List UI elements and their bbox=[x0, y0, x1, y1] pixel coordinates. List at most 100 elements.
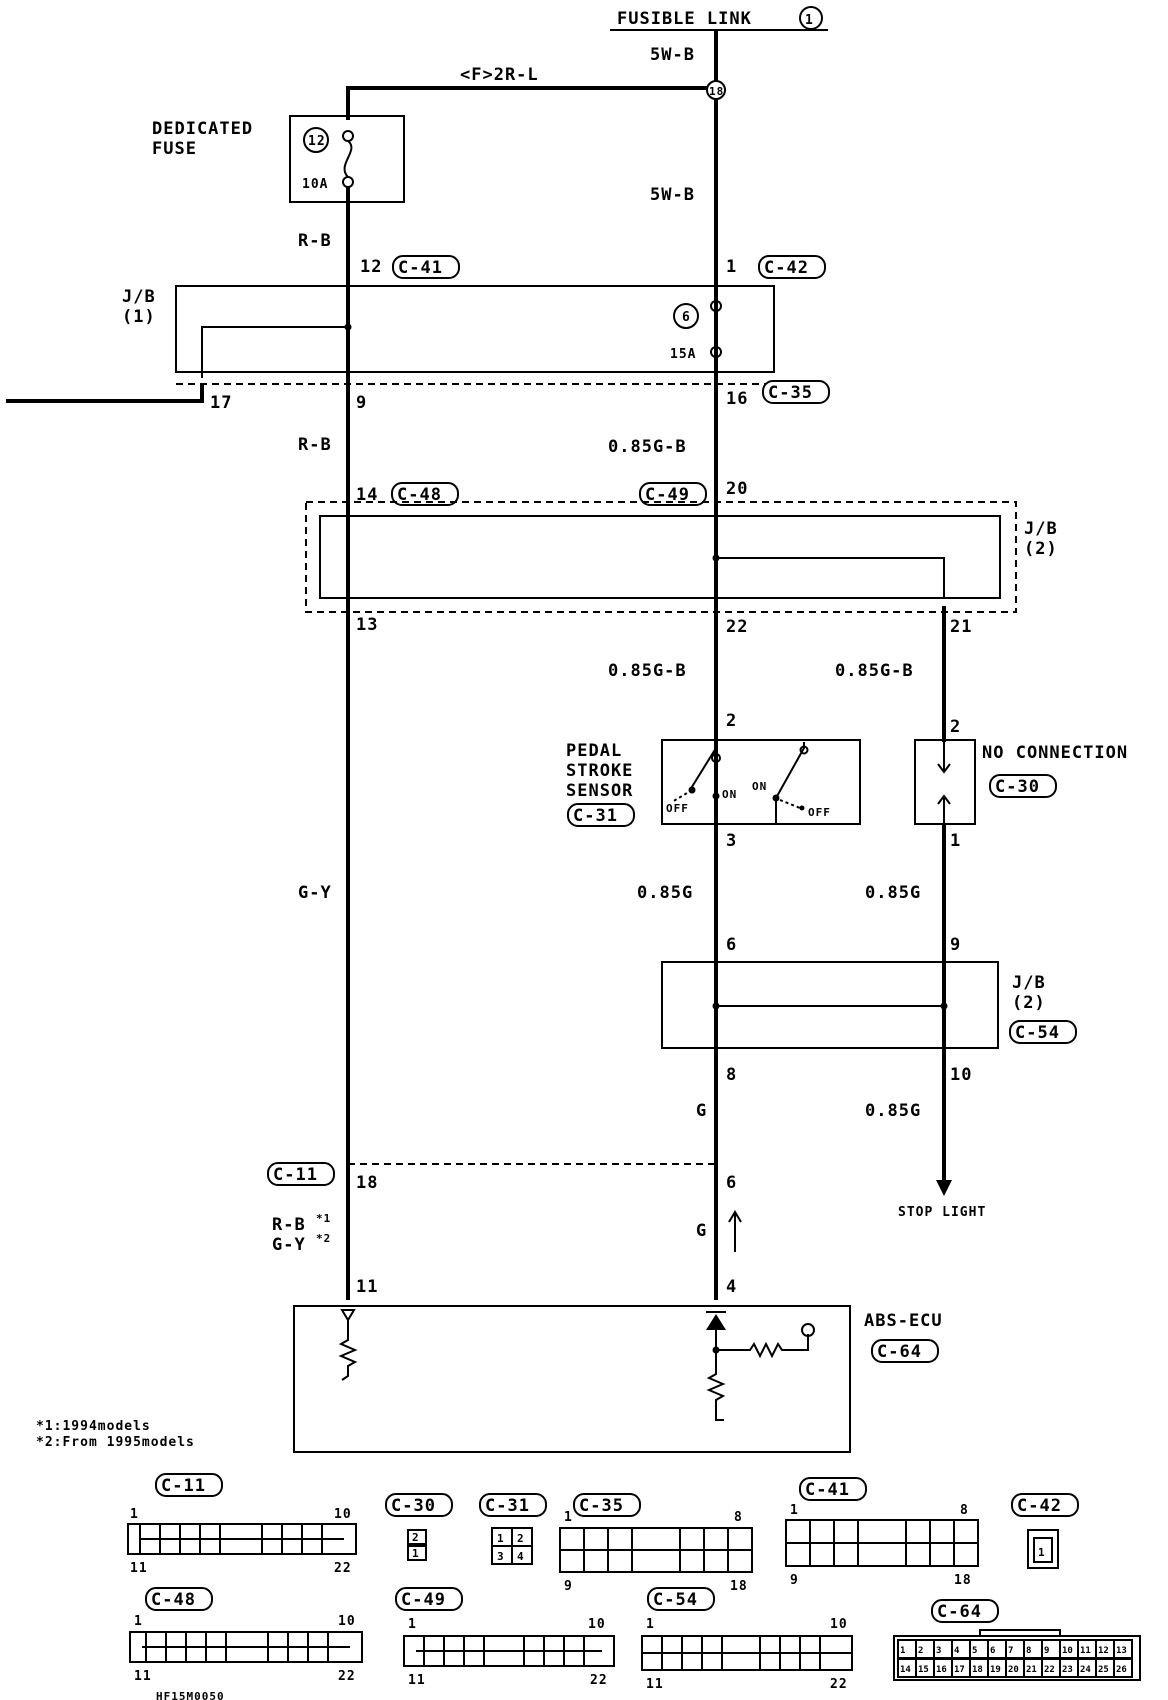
connector-view-c31-pin-4: 4 bbox=[517, 1550, 525, 1563]
pedal-label-1: PEDAL bbox=[566, 741, 622, 761]
wire-label-r-b-note: R-B bbox=[272, 1215, 306, 1235]
connector-tag-c49 bbox=[639, 482, 707, 506]
connector-view-c64-pin: 13 bbox=[1116, 1646, 1127, 1656]
pin-2-pedal: 2 bbox=[726, 711, 737, 731]
connector-view-c42: C-42 1 bbox=[1011, 1493, 1079, 1569]
connector-view-c64-pin: 19 bbox=[990, 1665, 1001, 1675]
wire-label-g-y-note: G-Y bbox=[272, 1235, 306, 1255]
connector-view-c54-pin-tr: 10 bbox=[830, 1617, 848, 1632]
pedal-switch-right bbox=[775, 742, 805, 824]
footnote-2: *2:From 1995models bbox=[36, 1435, 195, 1450]
fuse-12-terminal-top bbox=[342, 130, 354, 142]
connector-view-c41-pin-tr: 8 bbox=[960, 1503, 969, 1518]
connector-view-c64-pin: 6 bbox=[990, 1646, 995, 1656]
connector-view-c54-pin-bl: 11 bbox=[646, 1677, 664, 1692]
connector-view-c35-cells bbox=[560, 1528, 752, 1572]
pin-8: 8 bbox=[726, 1065, 737, 1085]
pedal-off-contact-right bbox=[799, 805, 805, 811]
stop-light-arrow-head bbox=[936, 1180, 952, 1196]
jb1-label-2: (1) bbox=[122, 307, 156, 327]
wire-note-star1: *1 bbox=[316, 1212, 331, 1225]
connector-view-c64-pin: 20 bbox=[1008, 1665, 1019, 1675]
abs-ecu-pullup-resistor bbox=[716, 1334, 809, 1359]
connector-view-c31-cells bbox=[492, 1528, 532, 1564]
connector-view-tag-c41 bbox=[799, 1477, 867, 1501]
wire-to-left-branch bbox=[6, 384, 204, 403]
pedal-off-dash-right bbox=[779, 799, 801, 809]
connector-tag-c54 bbox=[1009, 1020, 1077, 1044]
connector-view-c64-pin: 8 bbox=[1026, 1646, 1031, 1656]
connector-view-c64-pin: 12 bbox=[1098, 1646, 1109, 1656]
connector-label-c41: C-41 bbox=[398, 258, 443, 278]
connector-view-c31-pin-1: 1 bbox=[497, 1532, 505, 1545]
pin-1-c42: 1 bbox=[726, 257, 737, 277]
connector-view-tag-c48 bbox=[145, 1587, 213, 1611]
connector-view-c64-pin: 25 bbox=[1098, 1665, 1109, 1675]
connector-view-c11: C-11 1 10 11 22 bbox=[127, 1473, 357, 1576]
connector-label-c54: C-54 bbox=[1015, 1023, 1060, 1043]
wire-label-g-1: G bbox=[696, 1101, 707, 1121]
junction-block-1 bbox=[175, 285, 775, 373]
pin-6-c11: 6 bbox=[726, 1173, 737, 1193]
fuse-12-amperage: 10A bbox=[302, 177, 328, 192]
connector-view-c35-pin-br: 18 bbox=[730, 1579, 748, 1594]
wire-label-r-b-2: R-B bbox=[298, 435, 332, 455]
abs-ecu-label: ABS-ECU bbox=[864, 1311, 943, 1331]
connector-view-c64-latch bbox=[979, 1629, 1061, 1636]
pedal-on-contact-left bbox=[712, 792, 720, 800]
pin-10: 10 bbox=[950, 1065, 972, 1085]
connector-view-c41-cells bbox=[786, 1520, 978, 1566]
connector-view-tag-c49 bbox=[395, 1587, 463, 1611]
connector-view-c11-pin-br: 22 bbox=[334, 1561, 352, 1576]
connector-view-c30-cell-top bbox=[407, 1529, 427, 1545]
connector-view-label-c35: C-35 bbox=[579, 1496, 624, 1516]
connector-view-c64-body bbox=[893, 1635, 1141, 1681]
connector-view-c11-pin-tl: 1 bbox=[130, 1507, 139, 1522]
connector-view-c54: C-54 1 10 11 22 bbox=[641, 1587, 853, 1692]
pin-9-jb: 9 bbox=[950, 935, 961, 955]
connector-view-c54-pin-tl: 1 bbox=[646, 1617, 655, 1632]
connector-view-c48-body bbox=[129, 1631, 363, 1663]
connector-view-c49-pin-tr: 10 bbox=[588, 1617, 606, 1632]
abs-ecu-left-resistor bbox=[338, 1320, 358, 1381]
abs-ecu-left-input-symbol bbox=[340, 1309, 356, 1322]
connector-view-c64-pin: 10 bbox=[1062, 1646, 1073, 1656]
connector-label-c42: C-42 bbox=[764, 258, 809, 278]
connector-view-c64-pin: 7 bbox=[1008, 1646, 1013, 1656]
connector-view-c64-pin: 24 bbox=[1080, 1665, 1091, 1675]
wire-label-085g-2: 0.85G bbox=[865, 883, 921, 903]
connector-view-label-c31: C-31 bbox=[485, 1496, 530, 1516]
connector-view-c64-pin: 9 bbox=[1044, 1646, 1049, 1656]
pedal-off-right: OFF bbox=[808, 806, 831, 819]
connector-view-c48-cells bbox=[142, 1632, 350, 1662]
connector-view-tag-c31 bbox=[479, 1493, 547, 1517]
pedal-switch-left-pivot bbox=[711, 753, 721, 763]
jb2-dashed-outline bbox=[305, 501, 1017, 613]
jb3-label-2: (2) bbox=[1012, 993, 1046, 1013]
connector-view-c30-pin-2: 1 bbox=[412, 1547, 420, 1560]
pin-9: 9 bbox=[356, 393, 367, 413]
connector-view-c48-pin-br: 22 bbox=[338, 1669, 356, 1684]
signal-direction-arrow bbox=[728, 1210, 742, 1252]
pin-18: 18 bbox=[356, 1173, 378, 1193]
pin-12: 12 bbox=[360, 257, 382, 277]
connector-view-c31-pin-3: 3 bbox=[497, 1550, 505, 1563]
connector-view-c41-pin-br: 18 bbox=[954, 1573, 972, 1588]
connector-view-c41-pin-tl: 1 bbox=[790, 1503, 799, 1518]
connector-view-c30-cell-bottom bbox=[407, 1545, 427, 1561]
connector-tag-c30 bbox=[989, 774, 1057, 798]
jb2-internal-branch bbox=[716, 557, 945, 598]
pedal-on-left: ON bbox=[722, 788, 737, 801]
no-connection-arrow-out bbox=[937, 794, 951, 824]
abs-ecu-diode bbox=[706, 1314, 726, 1330]
connector-tag-c48 bbox=[391, 482, 459, 506]
connector-view-label-c30: C-30 bbox=[391, 1496, 436, 1516]
pin-13: 13 bbox=[356, 615, 378, 635]
connector-view-c54-pin-br: 22 bbox=[830, 1677, 848, 1692]
connector-view-label-c42: C-42 bbox=[1017, 1496, 1062, 1516]
connector-view-label-c64: C-64 bbox=[937, 1602, 982, 1622]
connector-view-tag-c42 bbox=[1011, 1493, 1079, 1517]
connector-view-c35-pin-bl: 9 bbox=[564, 1579, 573, 1594]
